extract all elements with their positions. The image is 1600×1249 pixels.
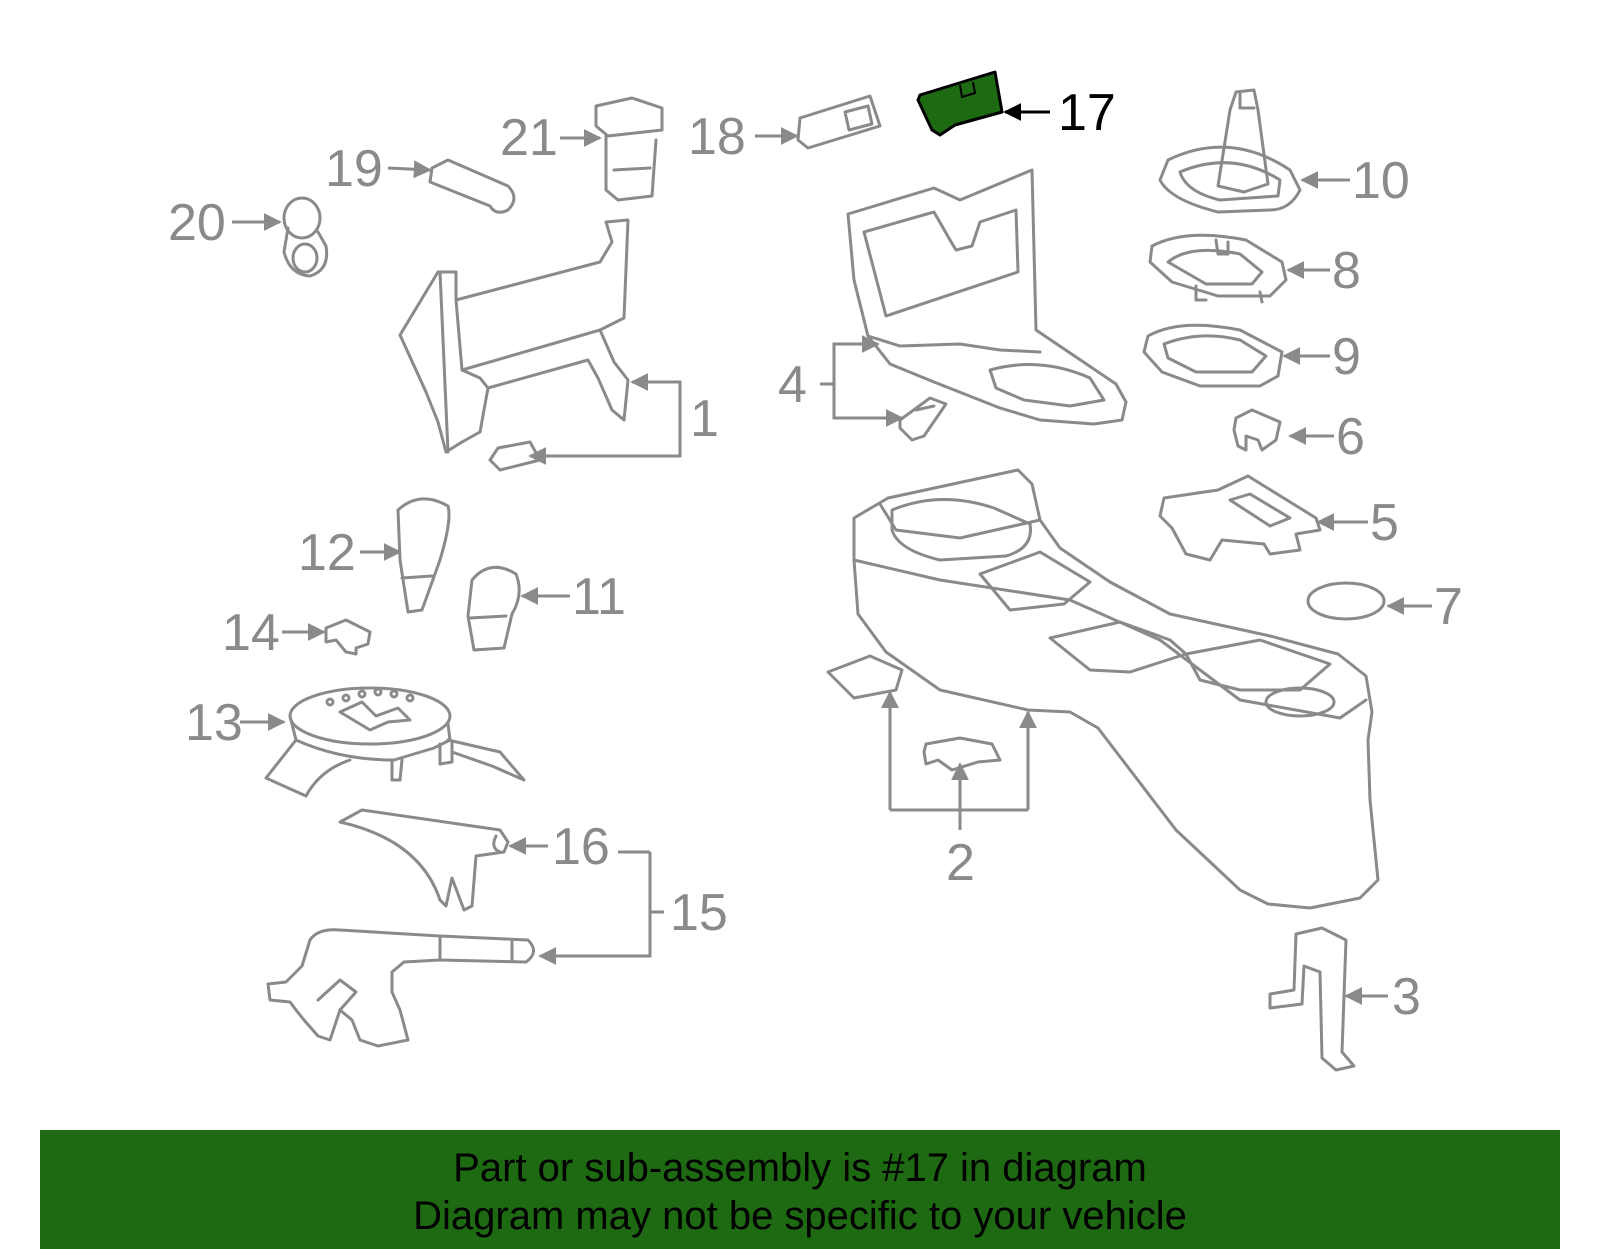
- part-7-drawing: [1306, 581, 1386, 621]
- info-banner: Part or sub-assembly is #17 in diagram D…: [40, 1130, 1560, 1249]
- part-11-drawing: [466, 565, 521, 652]
- callout-1: 1: [690, 390, 719, 448]
- part-6-drawing: [1232, 408, 1282, 452]
- callout-13: 13: [185, 694, 243, 752]
- part-18-drawing: [796, 94, 882, 150]
- part-21-drawing: [594, 96, 664, 202]
- part-3-drawing: [1268, 926, 1356, 1072]
- parts-diagram: 17 18 21 19 20 1 12: [168, 70, 1463, 1072]
- part-9-drawing: [1142, 323, 1284, 388]
- part-14-drawing: [324, 618, 372, 656]
- leader-1: [630, 373, 682, 418]
- callout-12: 12: [298, 524, 356, 582]
- leader-4: [832, 335, 880, 388]
- part-20-drawing: [282, 196, 329, 278]
- part-12-drawing: [396, 497, 451, 614]
- callout-6: 6: [1336, 408, 1365, 466]
- callout-5: 5: [1370, 494, 1399, 552]
- callout-18: 18: [688, 108, 746, 166]
- banner-line-2: Diagram may not be specific to your vehi…: [413, 1194, 1187, 1238]
- callout-16: 16: [552, 818, 610, 876]
- callout-2: 2: [946, 834, 975, 892]
- callout-20: 20: [168, 194, 226, 252]
- part-4-drawing: [846, 168, 1128, 442]
- part-2-drawing: [826, 468, 1380, 910]
- callout-19: 19: [325, 140, 383, 198]
- callout-14: 14: [222, 604, 280, 662]
- leader-15: [538, 852, 652, 965]
- callout-21: 21: [500, 109, 558, 167]
- part-17-highlighted[interactable]: [916, 70, 1004, 137]
- callout-3: 3: [1392, 968, 1421, 1026]
- callout-8: 8: [1332, 242, 1361, 300]
- part-13-drawing: [264, 686, 526, 798]
- callout-11: 11: [572, 568, 626, 626]
- callout-9: 9: [1332, 328, 1361, 386]
- part-5-drawing: [1158, 474, 1322, 562]
- callout-17: 17: [1058, 84, 1116, 142]
- part-10-drawing: [1158, 88, 1302, 214]
- part-8-drawing: [1148, 233, 1288, 304]
- part-15-drawing: [266, 928, 535, 1048]
- part-16-drawing: [338, 808, 510, 912]
- callout-15: 15: [670, 884, 728, 942]
- callout-7: 7: [1434, 578, 1463, 636]
- part-19-drawing: [428, 158, 516, 214]
- banner-line-1: Part or sub-assembly is #17 in diagram: [453, 1146, 1147, 1190]
- callout-4: 4: [778, 356, 807, 414]
- part-1-drawing: [398, 218, 630, 472]
- leader-19: [387, 160, 432, 179]
- callout-10: 10: [1352, 152, 1410, 210]
